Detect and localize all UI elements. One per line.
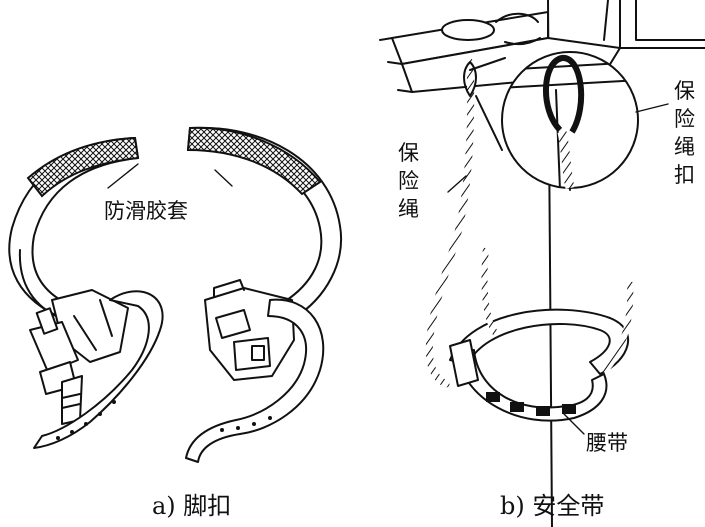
- rope-buckle-loop: [543, 55, 585, 134]
- label-safety-rope-char-2: 险: [398, 169, 419, 193]
- waist-belt: [449, 247, 634, 422]
- leader-line-left-sleeve: [107, 163, 139, 189]
- caption-climbing-hooks: a) 脚扣: [152, 492, 231, 520]
- right-anti-slip-sleeve: [186, 126, 322, 196]
- left-climbing-hook: [8, 136, 164, 449]
- caption-safety-belt: b) 安全带: [500, 492, 604, 520]
- label-rope-buckle-char-1: 保: [674, 79, 695, 103]
- safety-belt-illustration: 保 险 绳 保 险 绳 扣 腰带: [379, 0, 705, 527]
- leader-line-safety-rope: [447, 175, 467, 193]
- safety-rope: [425, 58, 475, 388]
- leader-line-right-sleeve: [214, 169, 233, 187]
- label-anti-slip-rubber-sleeve: 防滑胶套: [104, 199, 188, 223]
- label-safety-rope-char-3: 绳: [398, 197, 419, 221]
- label-rope-buckle-char-3: 绳: [674, 135, 695, 159]
- label-safety-rope-char-1: 保: [398, 141, 419, 165]
- leader-line-rope-buckle: [635, 103, 669, 113]
- leader-line-waist-belt: [563, 413, 585, 435]
- label-waist-belt: 腰带: [586, 431, 628, 455]
- label-rope-buckle-char-2: 险: [674, 107, 695, 131]
- climbing-hook-illustration: 防滑胶套: [8, 126, 343, 463]
- right-climbing-hook: [185, 126, 343, 463]
- label-rope-buckle-char-4: 扣: [674, 163, 695, 187]
- left-anti-slip-sleeve: [26, 136, 140, 198]
